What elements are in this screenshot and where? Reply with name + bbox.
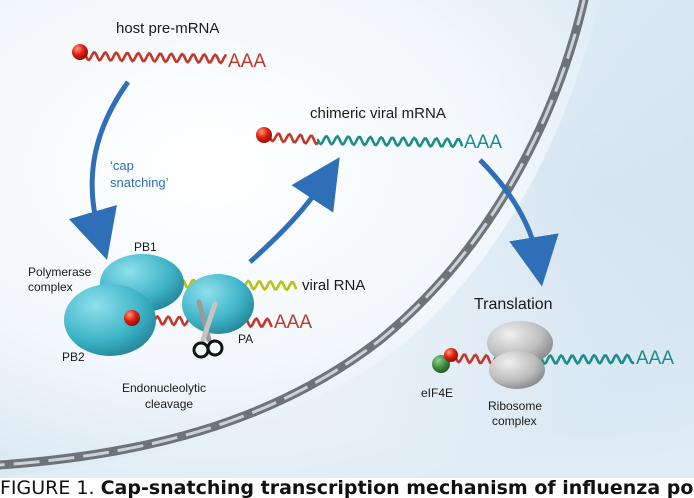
rna-wave-segment: [268, 132, 319, 146]
scissors-icon: [192, 299, 224, 359]
label-polymerase-1: Polymerase: [28, 265, 92, 279]
label-ribosome-1: Ribosome: [488, 399, 542, 413]
label-chimeric-viral-mrna: chimeric viral mRNA: [310, 105, 446, 122]
label-pb2: PB2: [62, 350, 85, 364]
cap-icon: [256, 127, 272, 143]
pb2-subunit: [64, 284, 156, 356]
label-pa: PA: [238, 332, 253, 346]
caption-prefix: FIGURE 1.: [0, 478, 101, 498]
label-aaa-chimeric: AAA: [464, 132, 502, 153]
label-viral-rna: viral RNA: [302, 277, 365, 294]
caption-title: Cap-snatching transcription mechanism of…: [100, 478, 694, 498]
eif4e-protein: [432, 355, 450, 373]
pa-subunit: [182, 274, 254, 334]
label-ribosome-2: complex: [492, 414, 537, 428]
label-pb1: PB1: [134, 240, 157, 254]
arrow-icon: [248, 157, 340, 264]
nuclear-membrane: [0, 0, 589, 470]
figure-caption: FIGURE 1. Cap-snatching transcription me…: [0, 478, 694, 498]
label-eif4e: eIF4E: [421, 386, 453, 400]
label-aaa-host: AAA: [228, 51, 266, 72]
label-aaa-translation: AAA: [636, 348, 674, 369]
host-pre-mrna-strand: [84, 50, 227, 65]
cap-icon: [124, 310, 140, 326]
chimeric-viral-mrna-strand: [268, 132, 464, 149]
cap-icon: [72, 44, 88, 60]
label-polymerase-2: complex: [28, 280, 73, 294]
label-aaa-polymerase: AAA: [274, 312, 312, 333]
rna-wave-segment: [454, 353, 500, 366]
ribosome-small-subunit: [489, 351, 545, 389]
polymerase-complex: [64, 254, 254, 356]
label-host-pre-mrna: host pre-mRNA: [116, 20, 219, 37]
rna-wave-segment: [316, 134, 464, 149]
arrow-icon: [68, 80, 131, 260]
rna-wave-segment: [84, 50, 227, 65]
cap-icon: [444, 348, 458, 362]
label-endonucleolytic-2: cleavage: [145, 397, 193, 411]
label-cap-snatching-1: ‘cap: [110, 158, 134, 173]
arrow-icon: [478, 158, 559, 287]
label-cap-snatching-2: snatching’: [110, 175, 169, 190]
ribosome-complex: [487, 321, 553, 389]
label-endonucleolytic-1: Endonucleolytic: [122, 381, 206, 395]
label-translation: Translation: [474, 296, 553, 313]
diagram-canvas: host pre-mRNA AAA ‘cap snatching’ chimer…: [0, 0, 694, 478]
